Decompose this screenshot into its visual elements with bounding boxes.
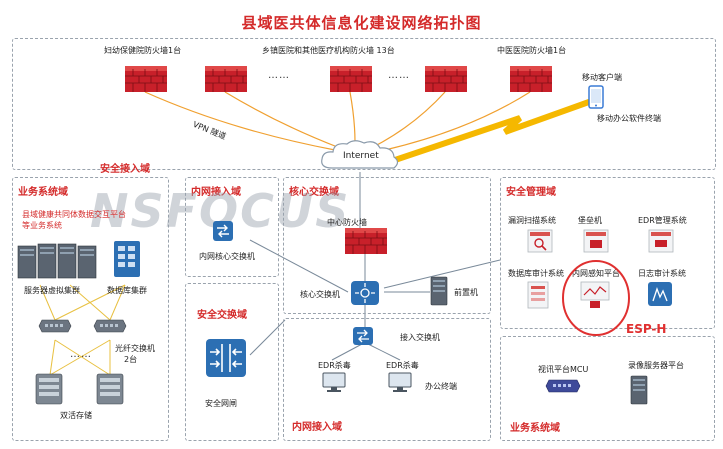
platform-line2: 等业务系统 <box>22 221 62 230</box>
desktop-icon <box>322 372 346 398</box>
ellipsis-right: …… <box>388 70 410 81</box>
zone-title-security-exchange: 安全交换域 <box>197 310 247 321</box>
storage-icon <box>34 372 64 410</box>
fw-left-label: 妇幼保健院防火墙1台 <box>104 46 182 55</box>
zone-title-business-right: 业务系统域 <box>510 423 560 434</box>
fw-mid-label: 乡镇医院和其他医疗机构防火墙 13台 <box>262 46 395 55</box>
db-audit-icon <box>527 281 549 313</box>
ellipsis-storage: …… <box>70 349 92 360</box>
log-audit-icon <box>647 281 673 311</box>
db-cluster-label: 数据库集群 <box>107 286 147 295</box>
firewall-icon <box>510 66 552 92</box>
front-server-icon <box>430 276 448 310</box>
core-exchange-zone <box>283 177 491 314</box>
front-server-label: 前置机 <box>454 288 478 297</box>
access-switch-icon <box>352 326 374 350</box>
office-terminal-label: 办公终端 <box>425 382 457 391</box>
edr-b-label: EDR杀毒 <box>386 361 419 370</box>
fiber-switch-count: 2台 <box>124 355 138 364</box>
zone-title-security-mgmt: 安全管理域 <box>506 187 556 198</box>
zone-title-intranet-top: 内网接入域 <box>191 187 241 198</box>
log-audit-label: 日志审计系统 <box>638 269 686 278</box>
business-zone-left <box>12 177 169 441</box>
intranet-access-zone-bottom <box>283 318 491 441</box>
core-switch-label: 核心交换机 <box>300 290 340 299</box>
intranet-sense-label: 内网感知平台 <box>572 269 620 278</box>
server-cluster-label: 服务器虚拟集群 <box>24 286 80 295</box>
mcu-device-icon <box>545 378 581 398</box>
platform-line1: 县域健康共同体数据交互平台 <box>22 210 126 219</box>
internet-label: Internet <box>343 151 379 161</box>
esp-h-label: ESP-H <box>626 322 667 336</box>
center-firewall-label: 中心防火墙 <box>327 218 367 227</box>
core-switch-icon <box>350 280 380 310</box>
diagram-title: 县域医共体信息化建设网络拓扑图 <box>241 14 482 32</box>
vuln-scan-icon <box>527 229 553 257</box>
switch-icon <box>212 220 234 246</box>
firewall-icon <box>330 66 372 92</box>
db-audit-label: 数据库审计系统 <box>508 269 564 278</box>
fw-right-label: 中医医院防火墙1台 <box>497 46 567 55</box>
vuln-scan-label: 漏洞扫描系统 <box>508 216 556 225</box>
server-rack-icon <box>16 240 100 284</box>
mobile-terminal-label: 移动办公软件终端 <box>597 114 661 123</box>
fiber-switch-label: 光纤交换机 <box>115 344 155 353</box>
bastion-label: 堡垒机 <box>578 216 602 225</box>
ellipsis-left: …… <box>268 70 290 81</box>
zone-title-intranet-bottom: 内网接入域 <box>292 422 342 433</box>
cloud-icon <box>318 138 402 178</box>
intranet-core-switch-label: 内网核心交换机 <box>199 252 255 261</box>
access-switch-label: 接入交换机 <box>400 333 440 342</box>
storage-icon <box>95 372 125 410</box>
desktop-icon <box>388 372 412 398</box>
firewall-icon <box>345 228 387 254</box>
zone-title-core: 核心交换域 <box>289 187 339 198</box>
fiber-switch-icon <box>93 318 127 338</box>
dual-storage-label: 双活存储 <box>60 411 92 420</box>
edr-a-label: EDR杀毒 <box>318 361 351 370</box>
mobile-client-label: 移动客户端 <box>582 73 622 82</box>
security-gate-icon <box>205 338 247 382</box>
bastion-icon <box>583 229 609 257</box>
external-zone <box>12 38 716 170</box>
mobile-phone-icon <box>588 85 604 113</box>
fiber-switch-icon <box>38 318 72 338</box>
business-zone-right <box>500 336 715 441</box>
edr-mgmt-label: EDR管理系统 <box>638 216 687 225</box>
zone-title-access-security: 安全接入域 <box>100 164 150 175</box>
database-cluster-icon <box>113 240 141 282</box>
security-gate-label: 安全网闸 <box>205 399 237 408</box>
recorder-server-icon <box>630 375 648 409</box>
intranet-sense-icon <box>580 281 610 313</box>
edr-mgmt-icon <box>648 229 674 257</box>
firewall-icon <box>205 66 247 92</box>
security-exchange-zone <box>185 283 279 441</box>
firewall-icon <box>125 66 167 92</box>
zone-title-business-left: 业务系统域 <box>18 187 68 198</box>
highlight-circle <box>562 260 630 336</box>
intranet-access-zone-top <box>185 177 279 277</box>
security-mgmt-zone <box>500 177 715 329</box>
recorder-label: 录像服务器平台 <box>628 361 684 370</box>
mcu-label: 视讯平台MCU <box>538 365 589 374</box>
firewall-icon <box>425 66 467 92</box>
